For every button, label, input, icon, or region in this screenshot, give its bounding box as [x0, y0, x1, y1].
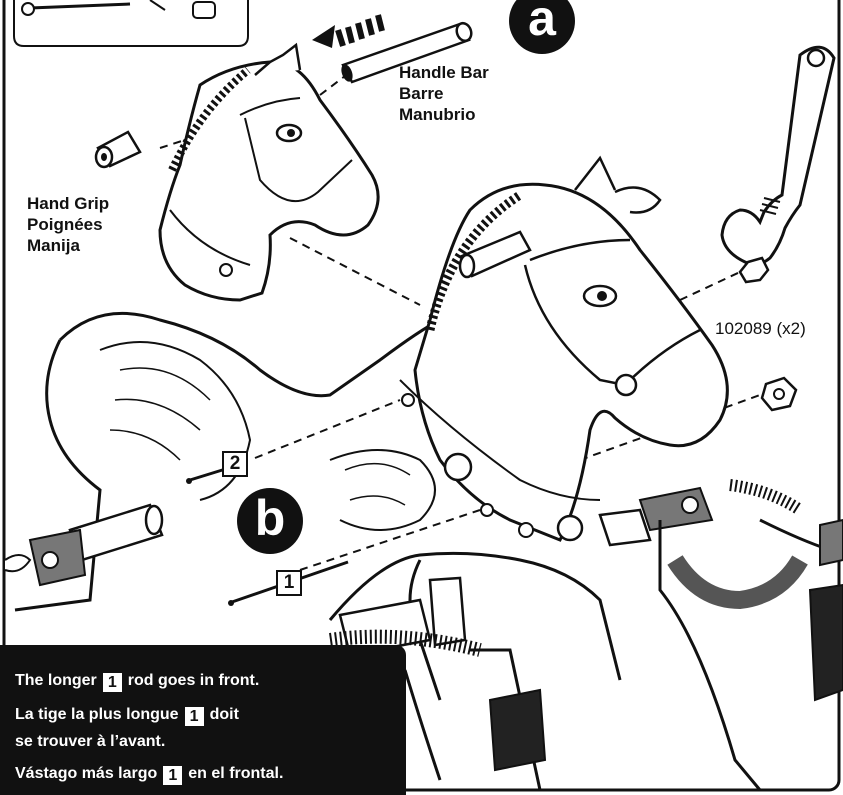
hand-grip-label-en: Hand Grip	[27, 193, 109, 214]
handle-bar-label-es: Manubrio	[399, 104, 489, 125]
wrench-tool	[680, 47, 834, 300]
step-b-badge: b	[237, 488, 303, 554]
hand-grip-label-fr: Poignées	[27, 214, 109, 235]
handle-bar-label-en: Handle Bar	[399, 62, 489, 83]
instruction-note: The longer 1 rod goes in front. La tige la…	[0, 645, 406, 795]
note-line2-num: 1	[185, 707, 204, 726]
note-line2-post: doit	[210, 706, 239, 723]
horse-head-assembled	[400, 158, 727, 540]
hand-grip-label: Hand Grip Poignées Manija	[27, 193, 109, 256]
note-line-es: Vástago más largo 1 en el frontal.	[15, 765, 283, 785]
note-line1-post: rod goes in front.	[128, 672, 260, 689]
note-line-en: The longer 1 rod goes in front.	[15, 672, 259, 692]
rod-1-tag: 1	[276, 570, 302, 596]
hardware-part-number: 102089 (x2)	[715, 319, 806, 339]
handle-bar-label-fr: Barre	[399, 83, 489, 104]
note-line2-pre: La tige la plus longue	[15, 706, 179, 723]
hand-grip-part	[96, 132, 140, 167]
note-line-fr: La tige la plus longue 1 doit	[15, 706, 239, 726]
note-line4-pre: Vástago más largo	[15, 765, 157, 782]
hardware-inset	[14, 0, 248, 46]
note-line1-pre: The longer	[15, 672, 97, 689]
note-line3: se trouver à l’avant.	[15, 733, 165, 751]
handle-bar-label: Handle Bar Barre Manubrio	[399, 62, 489, 125]
horse-head-part	[160, 45, 378, 300]
note-line4-num: 1	[163, 766, 182, 785]
note-line4-post: en el frontal.	[188, 765, 283, 782]
rod-2-tag: 2	[222, 451, 248, 477]
note-line1-num: 1	[103, 673, 122, 692]
hand-grip-label-es: Manija	[27, 235, 109, 256]
